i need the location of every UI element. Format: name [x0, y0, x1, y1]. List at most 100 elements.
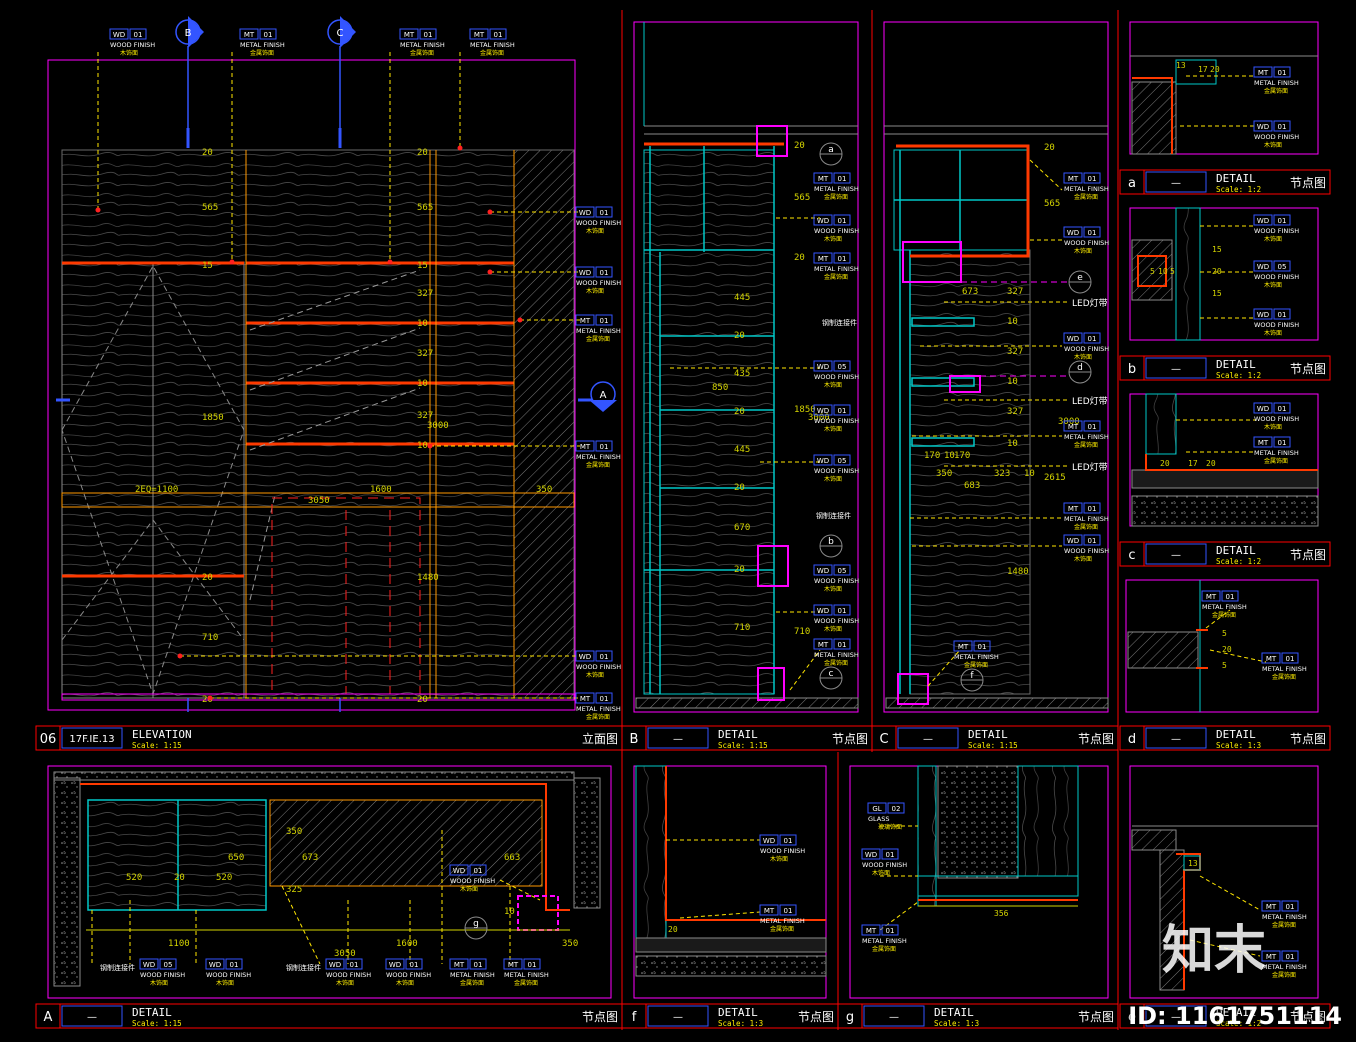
drawing-title: DETAIL — [132, 1006, 172, 1019]
material-name: METAL FINISH — [1254, 449, 1299, 457]
material-code: WD — [1257, 123, 1269, 131]
dim-text: 20 — [1044, 143, 1055, 153]
material-name: WOOD FINISH — [206, 971, 251, 979]
material-name: METAL FINISH — [1262, 913, 1307, 921]
material-number: 05 — [1278, 263, 1287, 271]
material-code: MT — [764, 907, 775, 915]
material-number: 01 — [838, 217, 847, 225]
material-name: METAL FINISH — [1202, 603, 1247, 611]
material-code: MT — [818, 175, 829, 183]
dim-text: 327 — [417, 349, 433, 359]
material-number: 01 — [978, 643, 987, 651]
material-name: WOOD FINISH — [1254, 321, 1299, 329]
section-marker-a: a — [819, 142, 843, 166]
material-name-cn: 木饰面 — [824, 381, 842, 389]
material-number: 01 — [1088, 537, 1097, 545]
svg-text:e: e — [1077, 273, 1083, 283]
material-number: 01 — [600, 695, 609, 703]
material-name-cn: 金属饰面 — [1272, 673, 1296, 681]
material-name-cn: 木饰面 — [824, 625, 842, 633]
material-name-cn: 木饰面 — [396, 979, 414, 987]
material-name: WOOD FINISH — [110, 41, 155, 49]
material-code: WD — [1067, 335, 1079, 343]
material-name-cn: 金属饰面 — [1074, 523, 1098, 531]
detail-B-drawing: 20 565 20 445 20 435 20 445 20 670 20 71… — [635, 22, 859, 709]
dim-text: 327 — [1007, 407, 1023, 417]
dim-text: 350 — [286, 827, 302, 837]
dim-text: 710 — [734, 623, 750, 633]
material-name-cn: 木饰面 — [586, 227, 604, 235]
material-name-cn: 木饰面 — [1074, 247, 1092, 255]
material-number: 01 — [230, 961, 239, 969]
dim-text: 20 — [794, 253, 805, 263]
material-code: WD — [389, 961, 401, 969]
drawing-type-cn: 节点图 — [832, 732, 868, 746]
dim-text: 20 — [417, 695, 428, 705]
material-name: METAL FINISH — [450, 971, 495, 979]
material-number: 01 — [838, 255, 847, 263]
detail-a-drawing: 13 17 20 — [1130, 55, 1318, 155]
drawing-scale: Scale: 1:15 — [968, 741, 1018, 750]
drawing-title: DETAIL — [1216, 544, 1256, 557]
material-name-cn: 金属饰面 — [1264, 457, 1288, 465]
drawing-id: A — [44, 1010, 53, 1025]
material-code: MT — [1206, 593, 1217, 601]
dim-text: 445 — [734, 293, 750, 303]
drawing-number: — — [1171, 364, 1181, 375]
section-marker-c: c — [819, 666, 843, 690]
dim-text: 327 — [1007, 347, 1023, 357]
material-number: 01 — [350, 961, 359, 969]
material-number: 01 — [1278, 311, 1287, 319]
material-number: 01 — [886, 927, 895, 935]
material-name-cn: 金属饰面 — [1272, 971, 1296, 979]
dim-text: 15 — [1212, 289, 1222, 298]
material-name: WOOD FINISH — [140, 971, 185, 979]
material-name-cn: 木饰面 — [1264, 281, 1282, 289]
material-name: METAL FINISH — [1064, 515, 1109, 523]
material-name-cn: 木饰面 — [120, 49, 138, 57]
material-code: WD — [1257, 311, 1269, 319]
material-name: METAL FINISH — [470, 41, 515, 49]
section-marker-d: d — [1068, 360, 1092, 384]
material-code: MT — [1266, 655, 1277, 663]
material-name: WOOD FINISH — [814, 373, 859, 381]
material-name: METAL FINISH — [862, 937, 907, 945]
dim-text: 1100 — [168, 939, 190, 949]
detail-C-drawing: 20 565 673 327 10 327 10 327 10 1480 261… — [884, 125, 1109, 709]
dim-text: 10 — [417, 441, 428, 451]
drawing-id: b — [1128, 362, 1136, 377]
dim-text: 20 — [1210, 65, 1220, 74]
material-name: METAL FINISH — [576, 453, 621, 461]
material-number: 01 — [1088, 505, 1097, 513]
section-marker-g: g — [464, 916, 488, 940]
dim-text: 20 — [734, 565, 745, 575]
dim-text: 20 — [202, 573, 213, 583]
dim-text: 520 — [126, 873, 142, 883]
dim-text: 5 — [1170, 267, 1175, 276]
drawing-type-cn: 节点图 — [1290, 362, 1326, 376]
dim-text: 20 — [174, 873, 185, 883]
drawing-title: DETAIL — [1216, 1006, 1256, 1019]
material-number: 01 — [1278, 405, 1287, 413]
material-name: METAL FINISH — [1262, 665, 1307, 673]
material-name: WOOD FINISH — [576, 219, 621, 227]
